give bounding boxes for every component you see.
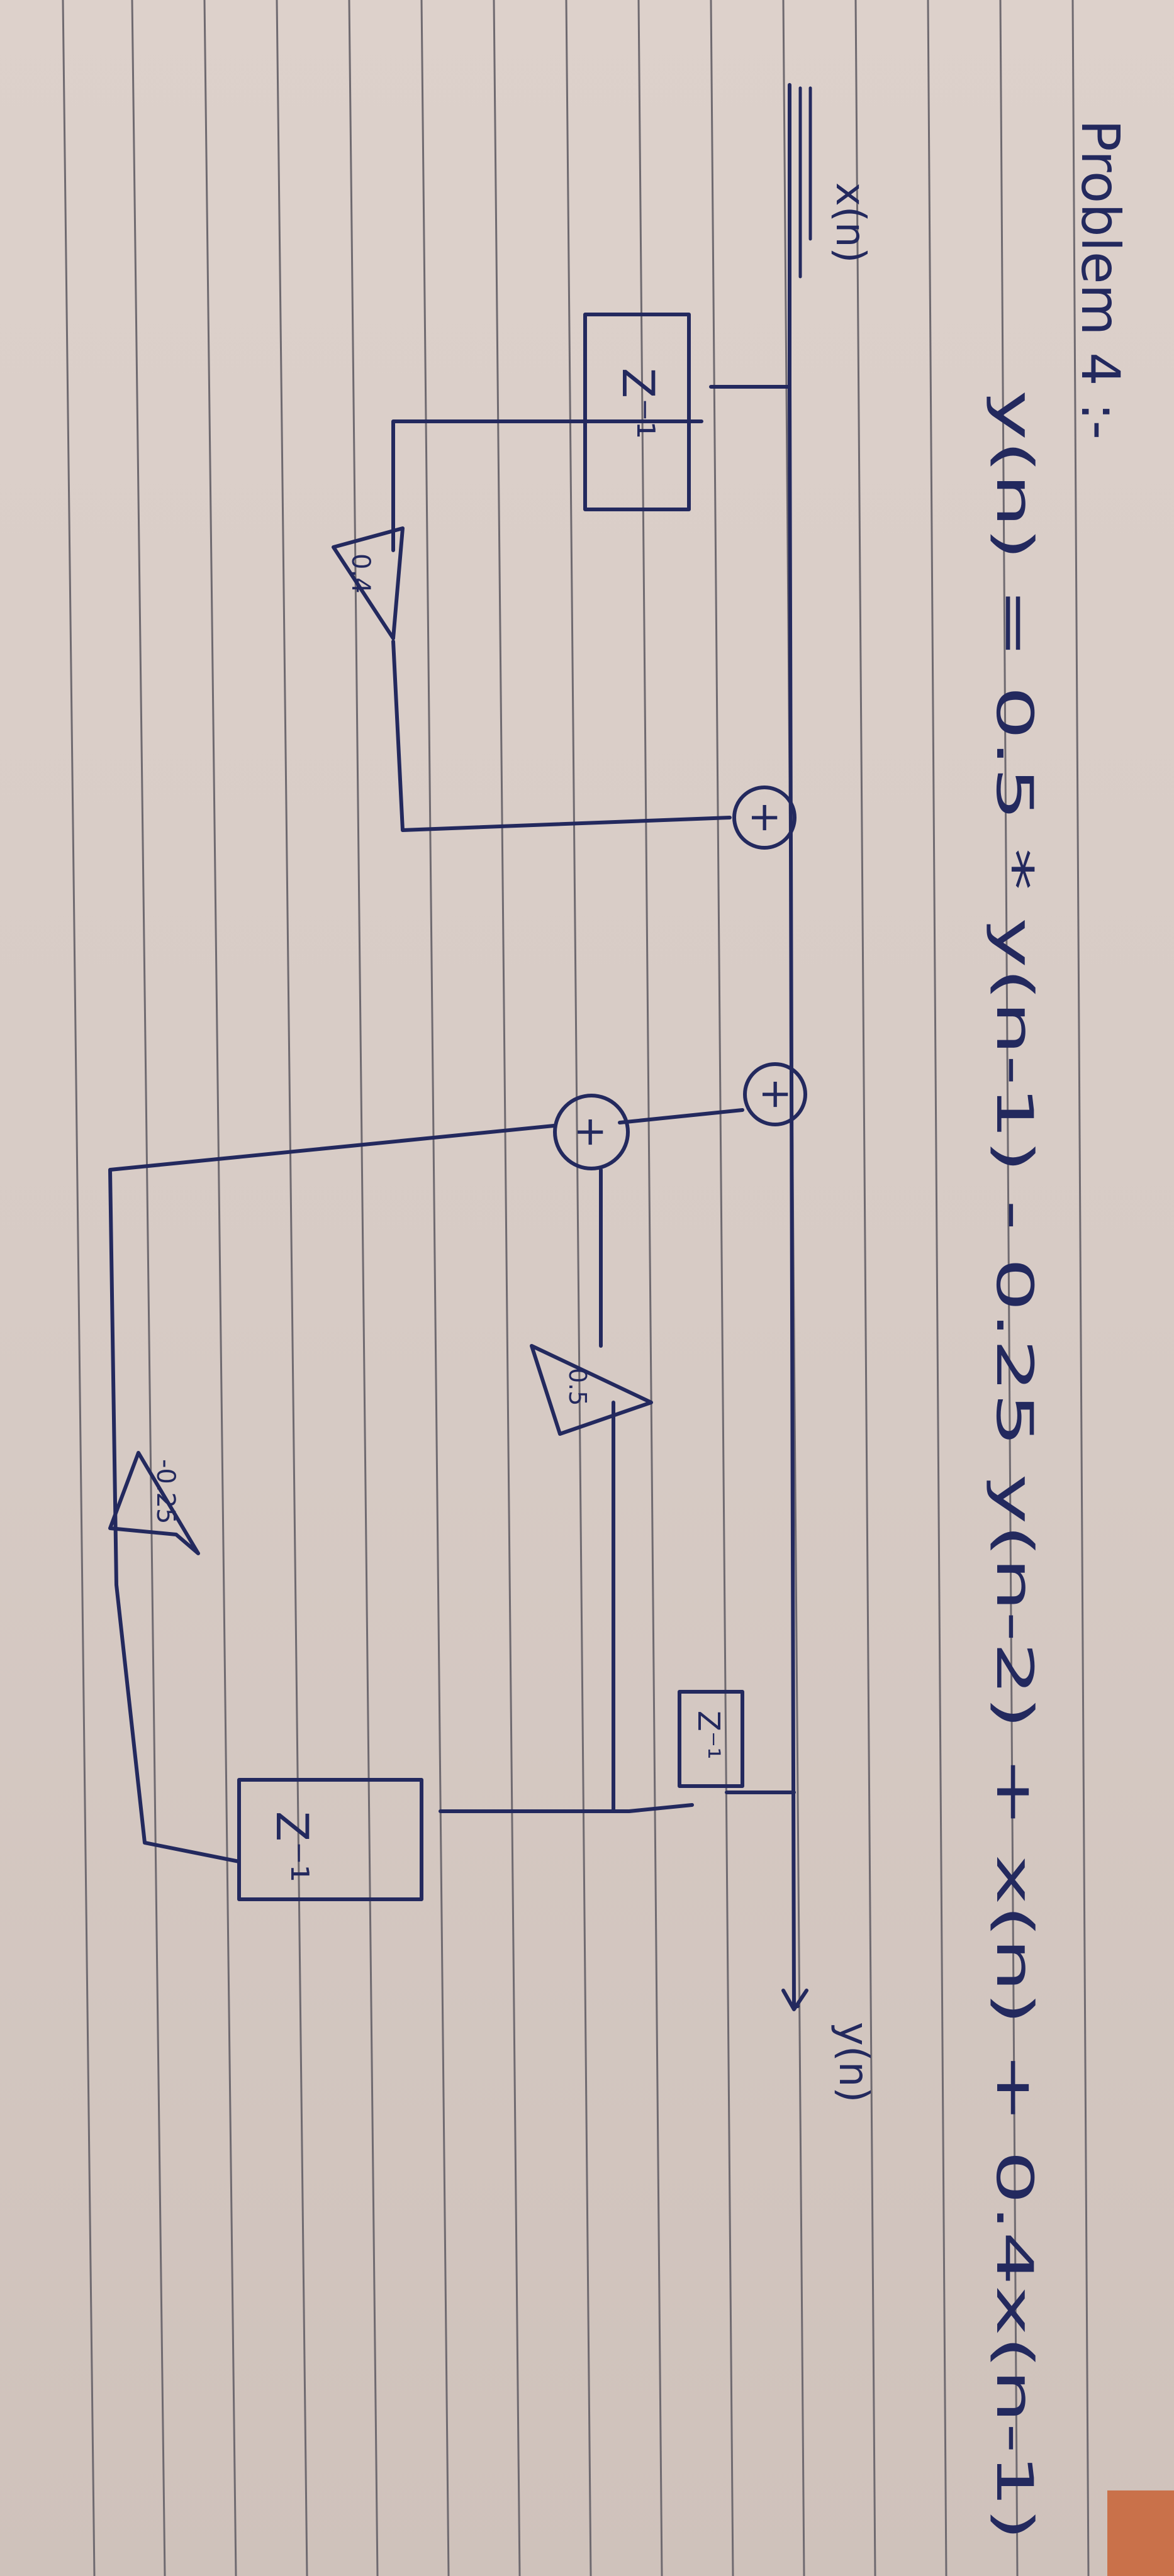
gain-bottom-label: -0.25	[151, 1459, 180, 1524]
adder-3-sign: +	[567, 1115, 614, 1149]
delay-box-middle	[678, 1690, 744, 1788]
gain-triangle-top	[332, 526, 405, 640]
gain-triangle-bottom	[108, 1451, 200, 1555]
gain-middle-label: 0.5	[564, 1368, 591, 1406]
delay-top-label: Z⁻¹	[612, 368, 664, 439]
adder-3-to-adder-2	[618, 1108, 744, 1124]
feedback-tap	[612, 1401, 796, 1813]
delay-middle-label: Z⁻¹	[691, 1711, 726, 1759]
problem-title: Problem 4 :-	[1070, 119, 1131, 440]
gain-triangle-middle	[530, 1344, 653, 1436]
main-signal-path	[788, 385, 796, 2008]
adder-2-sign: +	[752, 1077, 799, 1111]
adder-3	[553, 1094, 630, 1170]
output-label: y(n)	[830, 2022, 876, 2102]
second-delay-path	[108, 1124, 615, 1863]
adder-1-sign: +	[742, 801, 788, 835]
input-label: x(n)	[827, 182, 873, 263]
ruled-lines	[62, 0, 1090, 2576]
adder-1	[732, 786, 797, 850]
input-stub	[788, 83, 812, 389]
delay-box-bottom	[237, 1778, 423, 1901]
problem-equation: y(n) = 0.5 * y(n-1) - 0.25 y(n-2) + x(n)…	[985, 390, 1044, 2541]
delay-bottom-label: Z⁻¹	[266, 1811, 318, 1882]
feedforward-branch	[391, 385, 791, 832]
gain-top-label: 0.4	[346, 553, 375, 594]
delay-box-top	[583, 313, 691, 511]
desk-surface	[1107, 2490, 1174, 2576]
adder-2	[743, 1062, 807, 1126]
output-arrow	[781, 1989, 808, 2011]
